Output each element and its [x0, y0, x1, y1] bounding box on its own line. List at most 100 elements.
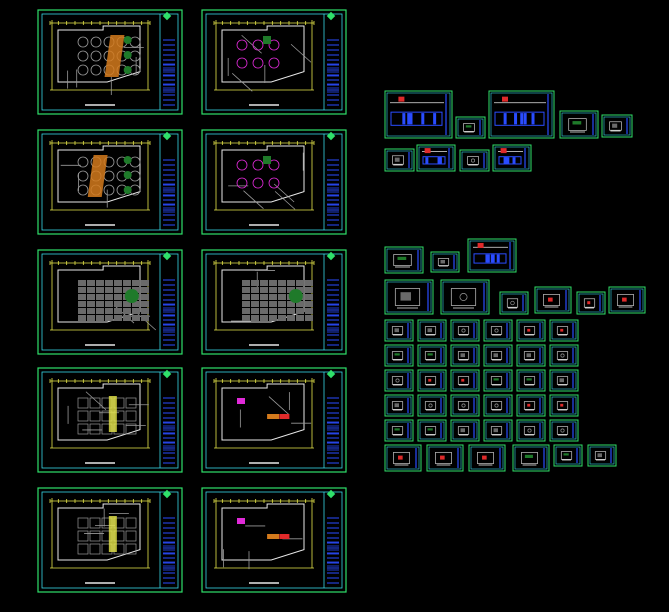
exterior-wall: [221, 25, 305, 83]
dining-table: [90, 36, 102, 48]
detail-sheet-117[interactable]: [608, 286, 646, 314]
sheet-outer-frame: [549, 369, 579, 392]
detail-sheet-228[interactable]: [516, 419, 546, 442]
detail-sheet-200[interactable]: [384, 319, 414, 342]
detail-sheet-216[interactable]: [516, 369, 546, 392]
ceiling-grid-tile: [305, 308, 313, 314]
ceiling-grid-tile: [296, 308, 304, 314]
sheet-outer-frame: [430, 251, 460, 273]
detail-sheet-217[interactable]: [549, 369, 579, 392]
detail-sheet-234[interactable]: [553, 444, 583, 467]
plant: [123, 36, 132, 44]
detail-sheet-232[interactable]: [468, 444, 506, 472]
detail-sheet-104[interactable]: [459, 149, 490, 172]
detail-sheet-103[interactable]: [384, 148, 415, 172]
detail-sheet-231[interactable]: [426, 444, 464, 472]
detail-sheet-203[interactable]: [483, 319, 513, 342]
elevation-sheet-2[interactable]: [416, 144, 456, 172]
plant: [123, 171, 132, 179]
detail-sheet-113[interactable]: [440, 279, 490, 315]
elevation-sheet-1[interactable]: [488, 90, 555, 139]
detail-sheet-100[interactable]: [455, 116, 486, 139]
sheet-inner-frame: [452, 371, 478, 390]
detail-sheet-206[interactable]: [384, 344, 414, 367]
floor-plan-sheet-4[interactable]: [37, 249, 183, 355]
ceiling-grid-tile: [123, 280, 131, 286]
ceiling-grid-tile: [242, 315, 250, 321]
sheet-inner-frame: [452, 321, 478, 340]
detail-sheet-220[interactable]: [450, 394, 480, 417]
detail-sheet-230[interactable]: [384, 444, 422, 472]
floor-plan-sheet-5[interactable]: [201, 249, 347, 355]
ceiling-grid-tile: [87, 294, 95, 300]
detail-circle: [428, 403, 433, 408]
ceiling-grid-tile: [305, 287, 313, 293]
detail-sheet-208[interactable]: [450, 344, 480, 367]
detail-fill: [612, 123, 618, 128]
detail-sheet-219[interactable]: [417, 394, 447, 417]
floor-plan-sheet-1[interactable]: [201, 9, 347, 115]
detail-sheet-229[interactable]: [549, 419, 579, 442]
detail-sheet-214[interactable]: [450, 369, 480, 392]
detail-sheet-210[interactable]: [516, 344, 546, 367]
sheet-outer-frame: [549, 344, 579, 367]
floor-plan-sheet-8[interactable]: [37, 487, 183, 593]
floor-plan-sheet-7[interactable]: [201, 367, 347, 473]
ceiling-panel: [125, 410, 137, 422]
detail-sheet-213[interactable]: [417, 369, 447, 392]
detail-sheet-225[interactable]: [417, 419, 447, 442]
detail-sheet-221[interactable]: [483, 394, 513, 417]
detail-sheet-112[interactable]: [384, 279, 434, 315]
ceiling-panel: [77, 397, 89, 409]
ceiling-grid-tile: [96, 315, 104, 321]
elevation-sheet-4[interactable]: [467, 238, 517, 273]
elevation-panel: [409, 113, 413, 125]
floor-plan-sheet-2[interactable]: [37, 129, 183, 235]
detail-sheet-201[interactable]: [417, 319, 447, 342]
floor-plan-sheet-9[interactable]: [201, 487, 347, 593]
floor-plan-sheet-0[interactable]: [37, 9, 183, 115]
sheet-outer-frame: [426, 444, 464, 472]
elevation-sheet-3[interactable]: [492, 144, 532, 172]
detail-sheet-233[interactable]: [512, 444, 550, 472]
sheet-outer-frame: [549, 394, 579, 417]
floor-plan-sheet-3[interactable]: [201, 129, 347, 235]
booth-seating: [268, 39, 280, 51]
detail-sheet-235[interactable]: [587, 444, 617, 467]
detail-sheet-226[interactable]: [450, 419, 480, 442]
detail-sheet-114[interactable]: [499, 291, 529, 315]
booth-seating: [268, 177, 280, 189]
detail-sheet-224[interactable]: [384, 419, 414, 442]
detail-sheet-102[interactable]: [601, 114, 633, 138]
detail-sheet-215[interactable]: [483, 369, 513, 392]
sheet-outer-frame: [417, 319, 447, 342]
detail-sheet-222[interactable]: [516, 394, 546, 417]
sheet-inner-frame: [551, 396, 577, 415]
detail-sheet-204[interactable]: [516, 319, 546, 342]
detail-sheet-227[interactable]: [483, 419, 513, 442]
detail-sheet-116[interactable]: [576, 291, 606, 315]
elevation-sheet-0[interactable]: [384, 90, 453, 139]
detail-sheet-205[interactable]: [549, 319, 579, 342]
sheet-outer-frame: [450, 319, 480, 342]
detail-sheet-211[interactable]: [549, 344, 579, 367]
sheet-inner-frame: [386, 371, 412, 390]
detail-sheet-209[interactable]: [483, 344, 513, 367]
ceiling-grid-tile: [78, 301, 86, 307]
detail-sheet-111[interactable]: [430, 251, 460, 273]
detail-outline: [543, 294, 560, 306]
detail-sheet-218[interactable]: [384, 394, 414, 417]
detail-sheet-115[interactable]: [534, 286, 572, 314]
floor-plan-sheet-6[interactable]: [37, 367, 183, 473]
ceiling-grid-tile: [287, 280, 295, 286]
detail-sheet-101[interactable]: [559, 110, 599, 139]
detail-sheet-110[interactable]: [384, 246, 424, 274]
detail-sheet-212[interactable]: [384, 369, 414, 392]
detail-sheet-223[interactable]: [549, 394, 579, 417]
detail-circle: [461, 403, 466, 408]
detail-sheet-202[interactable]: [450, 319, 480, 342]
elevation-panel: [506, 157, 510, 164]
detail-sheet-207[interactable]: [417, 344, 447, 367]
